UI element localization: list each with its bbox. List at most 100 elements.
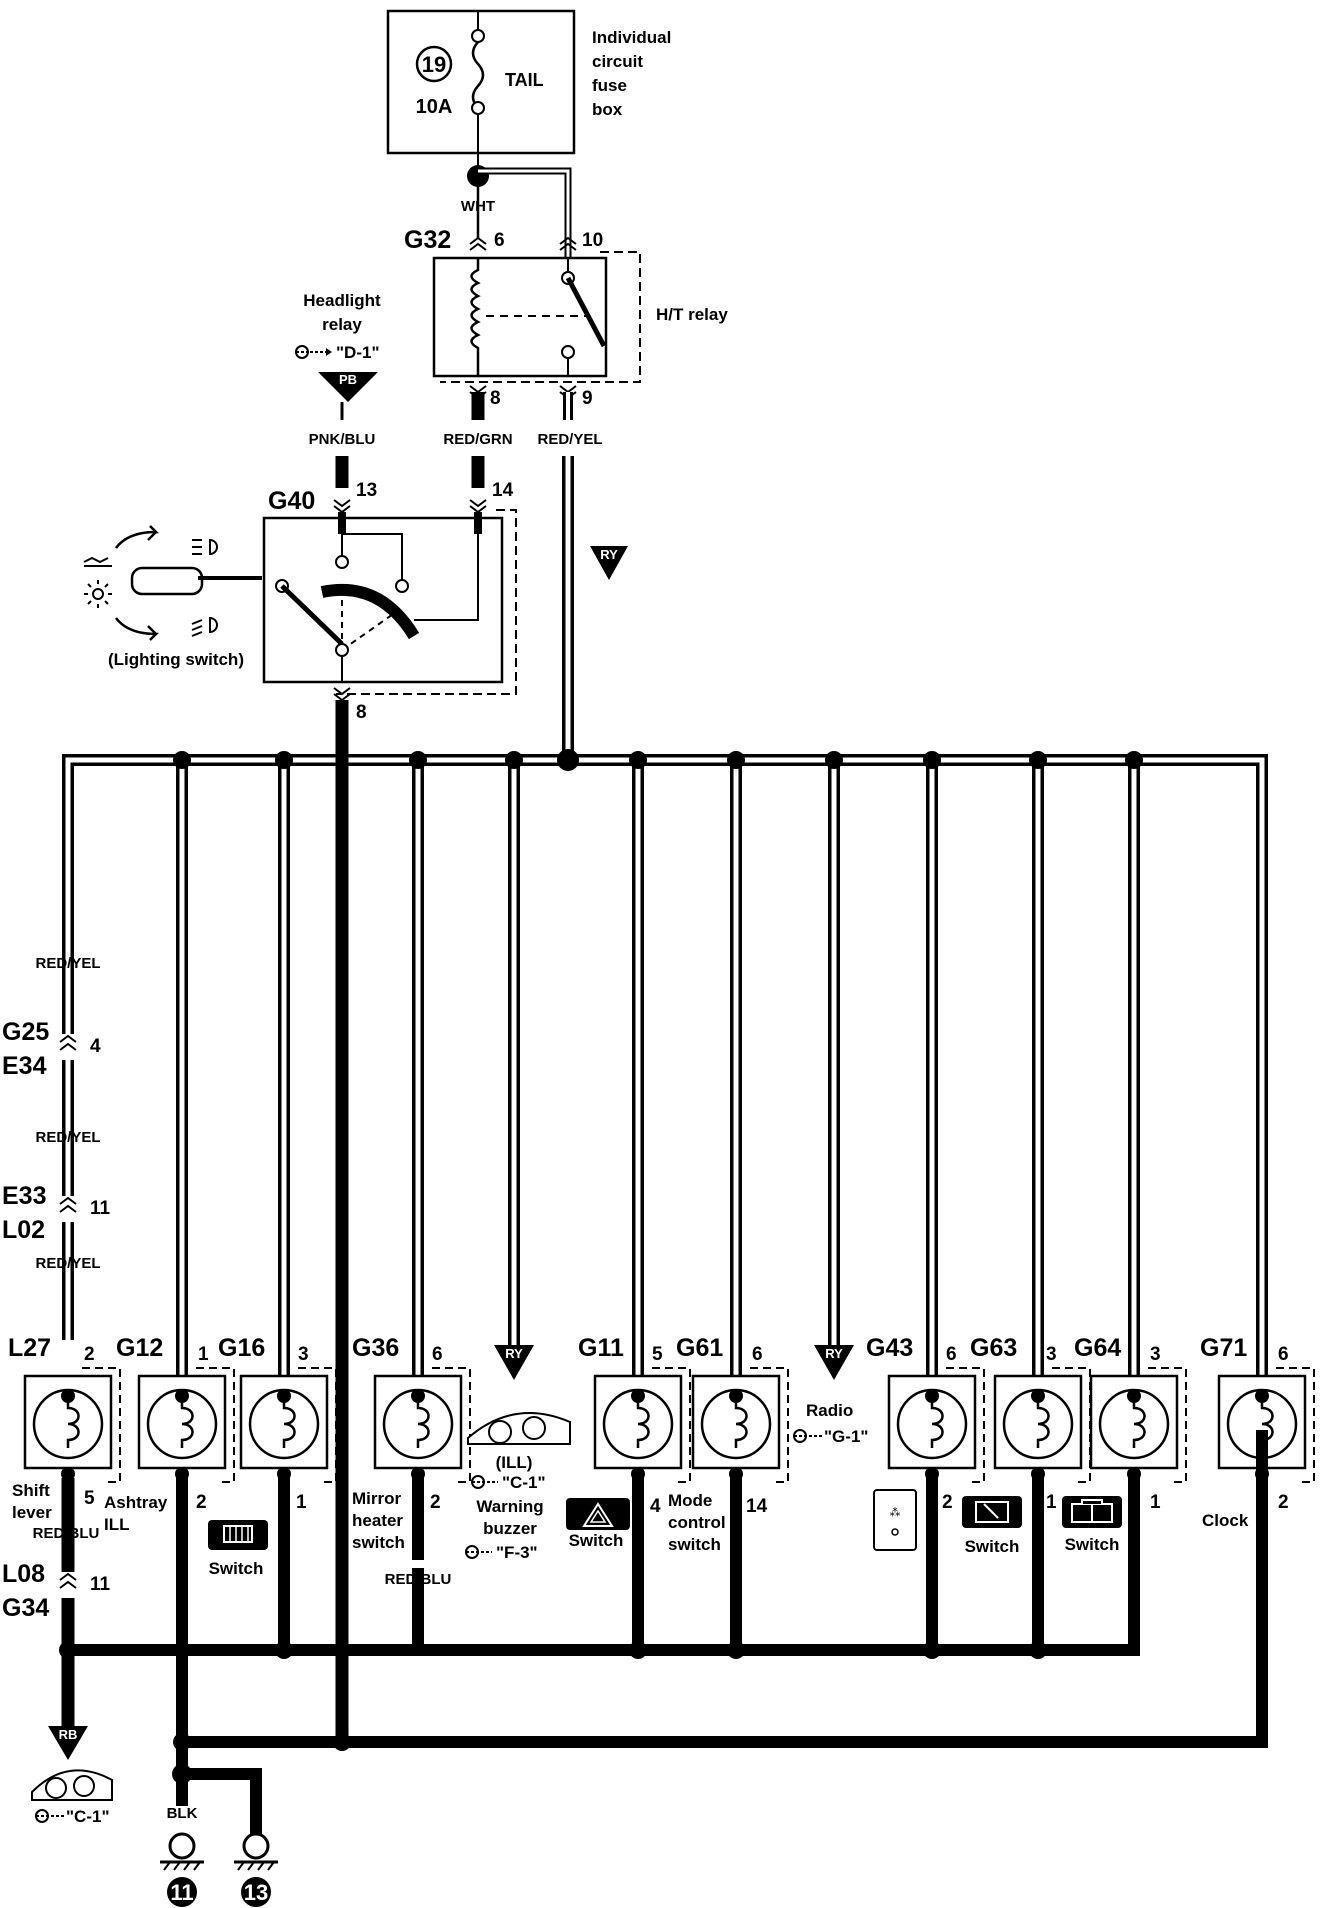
ashtray-label-1: Ashtray: [104, 1493, 168, 1512]
ry-arrow-radio-code: RY: [825, 1346, 843, 1361]
ht-relay-pin-10: 10: [582, 230, 603, 251]
lamp-connector-g11: G11: [578, 1334, 624, 1362]
lamp-pin-out-g61: 14: [746, 1496, 768, 1517]
reference-icon: [471, 1475, 498, 1489]
wire-color-red-yel-2: RED/YEL: [35, 1129, 100, 1146]
lamp-pin-out-g11: 4: [650, 1496, 661, 1517]
lamp-pin-out-l27: 5: [84, 1488, 95, 1509]
lamp-units: [23, 1367, 1315, 1483]
mirror-heater-label-1: Mirror: [352, 1489, 402, 1508]
lamp-pin-out-g12: 2: [196, 1492, 207, 1513]
combination-meter-ref: "C-1": [502, 1473, 546, 1492]
inline-connector-2-bottom: L02: [2, 1216, 45, 1244]
lighting-switch-pin-13: 13: [356, 480, 377, 501]
lamp-pin-in-g36: 6: [432, 1344, 443, 1365]
pin-ticks: [469, 236, 577, 400]
lamp-connector-l27: L27: [8, 1334, 51, 1362]
top-bus: [62, 754, 1268, 1430]
shift-lever-label-1: Shift: [12, 1481, 50, 1500]
fuse-name: TAIL: [505, 70, 544, 90]
wire-color-red-blu-mirror: RED/BLU: [385, 1571, 452, 1588]
lamp-pin-in-g64: 3: [1150, 1344, 1161, 1365]
lamp-pin-out-g16: 1: [296, 1492, 307, 1513]
ground-11: [160, 1832, 204, 1907]
wire-color-red-yel-top: RED/YEL: [537, 431, 602, 448]
inline-connector-2-pin: 11: [90, 1198, 111, 1219]
inline-connector-1-pin: 4: [90, 1036, 101, 1057]
ht-relay-connector: G32: [404, 226, 451, 254]
hazard-switch-icon: [566, 1498, 630, 1530]
wire-color-red-grn: RED/GRN: [443, 431, 512, 448]
fuse-box-label-4: box: [592, 100, 623, 119]
rb-arrow-code: RB: [59, 1727, 78, 1742]
ht-relay: [432, 251, 641, 383]
ry-arrow-top-code: RY: [600, 547, 618, 562]
front-window-icon: [1062, 1496, 1122, 1528]
lamp-pin-in-g11: 5: [652, 1344, 663, 1365]
rear-defogger-icon: [208, 1520, 268, 1550]
lamp-pin-out-g64: 1: [1150, 1492, 1161, 1513]
wire-color-red-blu-shift: RED/BLU: [33, 1525, 100, 1542]
lighting-switch-pin-14: 14: [492, 480, 514, 501]
ry-arrow-top: [590, 546, 628, 580]
reference-icon: [295, 345, 332, 359]
fuse-box-label-2: circuit: [592, 52, 643, 71]
ht-relay-pin-6: 6: [494, 230, 505, 251]
radio-label: Radio: [806, 1401, 853, 1420]
lamp-pin-in-g12: 1: [198, 1344, 209, 1365]
lamp-unit-g61: [691, 1367, 789, 1483]
shift-lever-label-2: lever: [12, 1503, 52, 1522]
mode-control-label-3: switch: [668, 1535, 721, 1554]
lamp-pin-out-g63: 1: [1046, 1492, 1057, 1513]
lamp-connector-g43: G43: [866, 1334, 913, 1362]
lamp-connector-g61: G61: [676, 1334, 723, 1362]
relay-output-wires: [335, 392, 574, 760]
radio-ref: "G-1": [824, 1427, 868, 1446]
clock-label: Clock: [1202, 1511, 1249, 1530]
rb-meter-ref: "C-1": [66, 1807, 110, 1826]
wire-color-wht: WHT: [461, 198, 495, 215]
fuse-to-relay-wires: [467, 153, 572, 258]
lower-wiring: [59, 1430, 1268, 1834]
inline-connector-3-bottom: G34: [2, 1594, 49, 1622]
warning-buzzer-ref: "F-3": [496, 1543, 538, 1562]
lamp-unit-g16: [239, 1367, 337, 1483]
svg-text:⁂: ⁂: [890, 1507, 901, 1519]
wire-color-pnk-blu: PNK/BLU: [309, 431, 376, 448]
wire-color-red-yel-3: RED/YEL: [35, 1255, 100, 1272]
lamp-unit-g12: [137, 1367, 235, 1483]
lighting-switch: [262, 499, 517, 702]
lamp-supply-branches: [173, 749, 1143, 1395]
headlight-relay-ref: "D-1": [336, 343, 380, 362]
ground-13: [234, 1832, 278, 1907]
reference-icon: [465, 1545, 492, 1559]
fuse-number: 19: [422, 52, 446, 77]
lamp-connector-g71: G71: [1200, 1334, 1247, 1362]
warning-buzzer-label-1: Warning: [476, 1497, 543, 1516]
mirror-heater-label-3: switch: [352, 1533, 405, 1552]
lamp-pin-in-g43: 6: [946, 1344, 957, 1365]
window-f-switch-label: Switch: [1065, 1535, 1120, 1554]
inline-connector-1-bottom: E34: [2, 1052, 47, 1080]
reference-icon: [793, 1429, 822, 1443]
inline-connector-3: [58, 1572, 78, 1598]
headlight-relay-label-2: relay: [322, 315, 362, 334]
window-r-switch-label: Switch: [965, 1537, 1020, 1556]
inline-connector-3-top: L08: [2, 1560, 45, 1588]
lamp-connector-g12: G12: [116, 1334, 163, 1362]
ground-11-label: 11: [170, 1880, 193, 1905]
inline-connector-2-top: E33: [2, 1182, 46, 1210]
ht-relay-pin-9: 9: [582, 388, 593, 409]
inline-connector-2: [58, 1196, 78, 1222]
pb-arrow: [318, 372, 378, 402]
headlight-relay-label-1: Headlight: [303, 291, 381, 310]
ht-relay-label: H/T relay: [656, 305, 728, 324]
ashtray-label-2: ILL: [104, 1515, 130, 1534]
fuse-box-label-3: fuse: [592, 76, 627, 95]
lamp-pin-in-g71: 6: [1278, 1344, 1289, 1365]
ground-13-label: 13: [244, 1880, 268, 1905]
lamp-pin-in-l27: 2: [84, 1344, 95, 1365]
wire-color-blk: BLK: [167, 1805, 198, 1822]
rear-defogger-switch-label: Switch: [209, 1559, 264, 1578]
